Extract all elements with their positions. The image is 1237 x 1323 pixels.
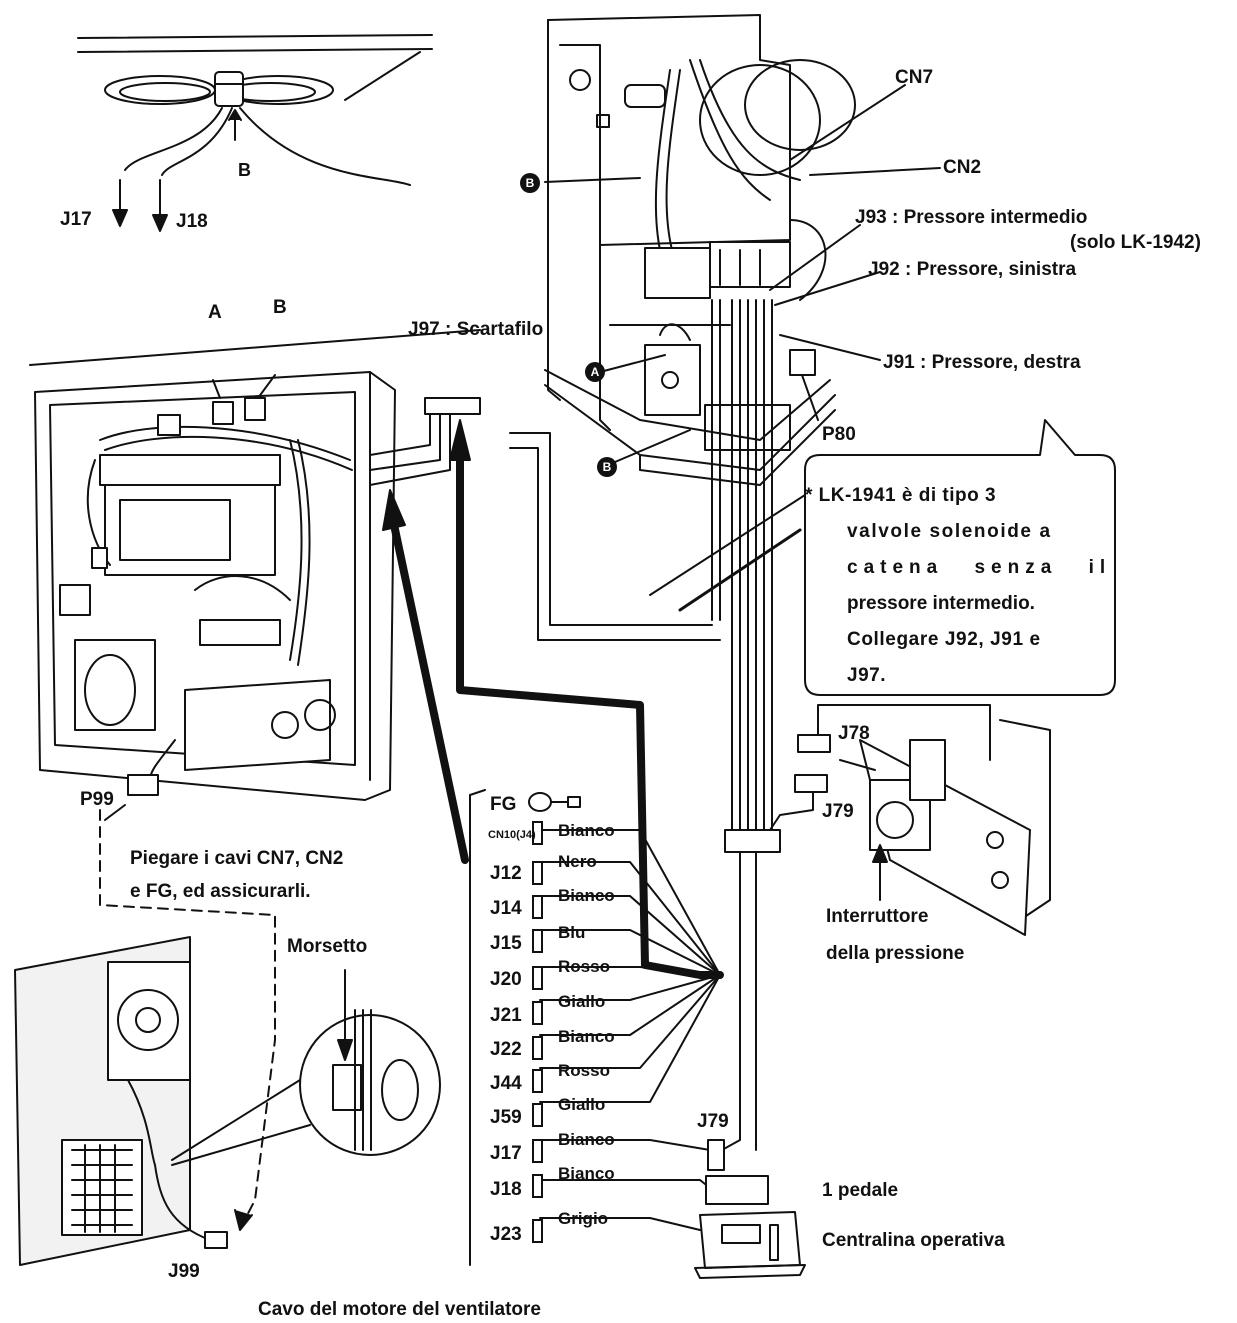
wire-color-label: Bianco [558,1130,615,1149]
cable-routing-arrows [382,419,724,979]
connector-j23-label: J23 [490,1224,522,1245]
cable-tie-detail [77,34,433,232]
bend-note-line1: Piegare i cavi CN7, CN2 [130,848,344,869]
fan-panel [14,936,228,1266]
head-clamp-b-bottom-marker: B [597,457,617,477]
connector-j14-label: J14 [490,898,522,919]
connector-fg-label: FG [490,794,517,815]
j79-bottom-label: J79 [697,1111,729,1132]
note-bubble [649,419,1116,696]
control-box [29,329,481,801]
wire-color-label: Bianco [558,1164,615,1183]
note-text: * LK-1941 è di tipo 3 valvole solenoide … [805,478,1112,694]
connector-j15-label: J15 [490,933,522,954]
connector-j44-label: J44 [490,1073,522,1094]
connector-j21-label: J21 [490,1005,522,1026]
note-line: Collegare J92, J91 e [847,629,1041,650]
note-line: valvole solenoide a [847,521,1052,542]
j79-pneumatic-label: J79 [822,801,854,822]
wire-color-label: Rosso [558,1061,610,1080]
p99-dashed-route [99,804,276,1231]
connector-j20-label: J20 [490,969,522,990]
connector-cn10-label: CN10(J4) [488,829,536,841]
top-out-left-label: J17 [60,209,92,230]
p99-label: P99 [80,789,114,810]
j93-note-label: (solo LK-1942) [1070,232,1201,253]
operation-panel-label: Centralina operativa [822,1230,1005,1251]
pressure-switch-label-line2: della pressione [826,943,965,964]
note-line: catena senza il [847,557,1112,578]
top-out-right-label: J18 [176,211,208,232]
connector-j17-label: J17 [490,1143,522,1164]
cn2-label: CN2 [943,157,982,178]
connector-j22-label: J22 [490,1039,522,1060]
wire-color-label: Bianco [558,821,615,840]
pedal-label: 1 pedale [822,1180,899,1201]
wire-color-label: Rosso [558,957,610,976]
wire-color-label: Nero [558,852,597,871]
note-line: * LK-1941 è di tipo 3 [805,485,997,506]
cn7-label: CN7 [895,67,934,88]
fan-cable-caption: Cavo del motore del ventilatore [258,1299,541,1320]
clamp-magnifier [171,969,441,1166]
j91-label: J91 : Pressore, destra [883,352,1081,373]
head-wire-bundle [509,299,781,1151]
note-line: pressore intermedio. [847,593,1035,614]
wire-color-label: Blu [558,923,586,942]
air-regulator-unit [769,704,1051,936]
box-clamp-a-label: A [208,302,222,323]
wire-color-label: Grigio [558,1209,609,1228]
note-line: J97. [847,665,886,686]
head-clamp-b-top-marker: B [520,173,540,193]
machine-head [544,14,856,486]
wire-color-label: Giallo [558,1095,606,1114]
p80-label: P80 [822,424,856,445]
connector-block [469,789,806,1279]
box-clamp-b-label: B [273,297,287,318]
j92-label: J92 : Pressore, sinistra [868,259,1077,280]
j97-label: J97 : Scartafilo [408,319,544,340]
clamp-detail-label: Morsetto [287,936,368,957]
top-tie-label: B [238,160,251,180]
head-clamp-a-marker: A [585,362,605,382]
wire-color-label: Giallo [558,992,606,1011]
j78-label: J78 [838,723,870,744]
wire-color-label: Bianco [558,1027,615,1046]
wire-color-label: Bianco [558,886,615,905]
j99-label: J99 [168,1261,200,1282]
leader-lines [544,84,941,463]
pressure-switch-label-line1: Interruttore [826,906,929,927]
connector-j59-label: J59 [490,1107,522,1128]
connector-j18-label: J18 [490,1179,522,1200]
connector-j12-label: J12 [490,863,522,884]
j93-label: J93 : Pressore intermedio [855,207,1088,228]
bend-note-line2: e FG, ed assicurarli. [130,881,311,902]
